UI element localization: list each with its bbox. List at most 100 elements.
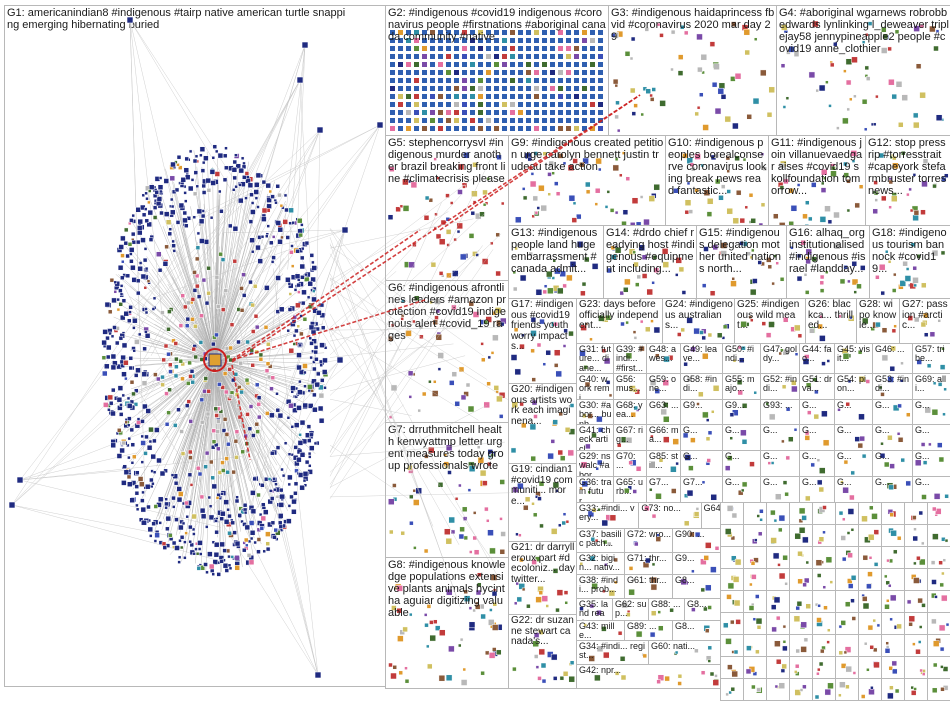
group-label: G8...: [687, 600, 719, 609]
minor-group-tile: [904, 678, 928, 701]
tile-nodes: [744, 569, 766, 590]
group-label: G43: mille...: [579, 622, 623, 641]
group-panel-gx_h: G...: [799, 424, 835, 451]
minor-group-tile: [835, 656, 859, 679]
tile-nodes: [721, 569, 743, 590]
minor-group-tile: [789, 656, 813, 679]
tile-nodes: [836, 525, 858, 546]
tile-nodes: [767, 525, 789, 546]
tile-nodes: [813, 569, 835, 590]
group-panel-gx_d: G...: [912, 399, 950, 425]
minor-group-tile: [812, 502, 836, 525]
minor-group-tile: [743, 678, 767, 701]
group-label: G...: [875, 401, 911, 410]
group-label: G85: still...: [649, 452, 679, 471]
tile-nodes: [928, 635, 950, 656]
tile-nodes: [928, 569, 950, 590]
group-panel-g70: G70: ...: [613, 450, 647, 477]
group-label: G40: work remi...: [579, 375, 612, 400]
group-label: G55: majo...: [725, 375, 759, 394]
tile-nodes: [790, 635, 812, 656]
minor-group-tile: [789, 546, 813, 569]
group-panel-g37: G37: basilic pach...: [576, 528, 625, 553]
group-label: G...: [802, 426, 833, 435]
group-panel-g68: G68: yea...: [613, 399, 647, 425]
minor-group-tile: [927, 656, 950, 679]
tile-nodes: [928, 613, 950, 634]
group-panel-g42: G42: npr...: [576, 664, 721, 689]
tile-nodes: [744, 635, 766, 656]
group-label: G65: urb...: [616, 478, 645, 497]
minor-group-tile: [720, 568, 744, 591]
minor-group-tile: [904, 524, 928, 547]
tile-nodes: [859, 657, 881, 678]
group-panel-g61: G61: thr...: [624, 574, 673, 599]
minor-group-tile: [766, 612, 790, 635]
group-label: G30: #abor... bunb...: [579, 401, 612, 425]
group-panel-g88: G88: ...: [648, 598, 685, 621]
minor-group-tile: [927, 678, 950, 701]
group-label: G7...: [683, 478, 721, 487]
group-label: G69: alli...: [915, 375, 949, 394]
tile-nodes: [859, 591, 881, 612]
minor-group-tile: [904, 502, 928, 525]
group-panel-gx_b: G...: [834, 399, 873, 425]
group-label: G70: ...: [616, 452, 645, 471]
minor-group-tile: [835, 524, 859, 547]
minor-group-tile: [835, 678, 859, 701]
tile-nodes: [859, 503, 881, 524]
group-panel-g90: G90: ...: [672, 528, 721, 553]
tile-nodes: [882, 657, 904, 678]
minor-group-tile: [720, 656, 744, 679]
group-label: G57: tribe...: [915, 345, 949, 364]
group-panel-gx_i: G...: [834, 424, 873, 451]
group-panel-g51: G51: drva...: [799, 373, 835, 400]
group-label: G59: one...: [649, 375, 679, 394]
tile-nodes: [813, 525, 835, 546]
group-label: G50: #indi...: [725, 345, 759, 364]
group-panel-g12: G12: stop press rip #torresstrait #capey…: [865, 135, 950, 231]
group-panel-g72: G72: wro...: [624, 528, 673, 553]
tile-nodes: [928, 657, 950, 678]
group-panel-g23: G23: days before officially independent.…: [576, 298, 663, 344]
tile-nodes: [790, 613, 812, 634]
tile-nodes: [859, 679, 881, 700]
tile-nodes: [905, 503, 927, 524]
group-label: G61: thr...: [627, 576, 671, 585]
group-label: G6: #indigenous afrontlines leaders #ama…: [388, 282, 507, 342]
minor-group-tile: [858, 656, 882, 679]
group-label: G...: [875, 452, 911, 461]
tile-nodes: [813, 547, 835, 568]
minor-group-tile: [927, 524, 950, 547]
group-label: G27: passion #arctic...: [902, 300, 949, 332]
group-panel-g5: G5: stephencorrysvl #indigenous murder a…: [385, 135, 509, 281]
group-label: G72: wro...: [627, 530, 671, 539]
group-label: G...: [837, 478, 871, 487]
tile-nodes: [928, 679, 950, 700]
group-panel-g71: G71: thr...: [624, 552, 673, 575]
group-panel-g52: G52: #indi...: [760, 373, 800, 400]
group-label: G5: stephencorrysvl #indigenous murder a…: [388, 137, 507, 185]
group-panel-g56: G56: mus...: [613, 373, 647, 400]
tile-nodes: [767, 547, 789, 568]
tile-nodes: [905, 657, 927, 678]
tile-nodes: [813, 503, 835, 524]
tile-nodes: [836, 547, 858, 568]
minor-group-tile: [812, 546, 836, 569]
group-panel-gx_a: G...: [799, 399, 835, 425]
group-label: G56: mus...: [616, 375, 645, 394]
group-panel-g24: G24: #indigenous australians...: [662, 298, 735, 344]
group-label: G8...: [675, 622, 719, 631]
minor-group-tile: [720, 678, 744, 701]
minor-group-tile: [904, 612, 928, 635]
group-panel-g93: G93: ...: [760, 399, 800, 425]
tile-nodes: [836, 591, 858, 612]
minor-group-tile: [720, 546, 744, 569]
group-panel-g85: G85: still...: [646, 450, 681, 477]
group-panel-g44: G44: fao...: [799, 343, 835, 374]
group-panel-g62: G62: sup...: [612, 598, 649, 621]
group-label: G9...: [725, 401, 759, 410]
minor-group-tile: [743, 546, 767, 569]
minor-group-tile: [904, 656, 928, 679]
minor-group-tile: [789, 524, 813, 547]
